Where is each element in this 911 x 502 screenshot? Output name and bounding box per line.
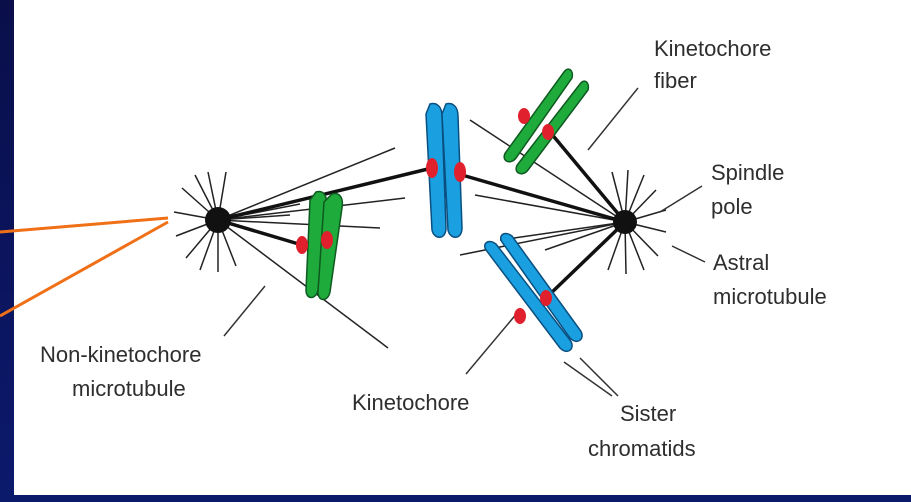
right-kinetochore-fibers <box>462 132 625 296</box>
label-sister-chromatids-line1: Sister <box>620 401 676 426</box>
label-kinetochore-fiber-line2: fiber <box>654 68 697 93</box>
label-non-kinetochore-line2: microtubule <box>72 376 186 401</box>
blue-chromosome-center <box>426 104 466 238</box>
kinetochore-dot <box>514 308 526 324</box>
label-kinetochore: Kinetochore <box>352 390 469 415</box>
label-spindle-pole-line1: Spindle <box>711 160 784 185</box>
kinetochore-dot <box>518 108 530 124</box>
kinetochore-dot <box>454 162 466 182</box>
label-sister-chromatids-line2: chromatids <box>588 436 696 461</box>
label-non-kinetochore-line1: Non-kinetochore <box>40 342 201 367</box>
green-chromosome-top <box>504 69 588 174</box>
pointer-lines <box>0 218 168 316</box>
blue-chromatid-lower-b <box>501 234 582 342</box>
kinetochore-dot <box>321 231 333 249</box>
kinetochore-dot <box>426 158 438 178</box>
right-spindle-pole <box>613 210 637 234</box>
label-spindle-pole-line2: pole <box>711 194 753 219</box>
kinetochore-dot <box>540 290 552 306</box>
label-kinetochore-fiber-line1: Kinetochore <box>654 36 771 61</box>
left-spindle-pole <box>205 207 231 233</box>
kinetochore-dot <box>542 124 554 140</box>
kinetochore-dot <box>296 236 308 254</box>
label-astral-line2: microtubule <box>713 284 827 309</box>
label-astral-line1: Astral <box>713 250 769 275</box>
